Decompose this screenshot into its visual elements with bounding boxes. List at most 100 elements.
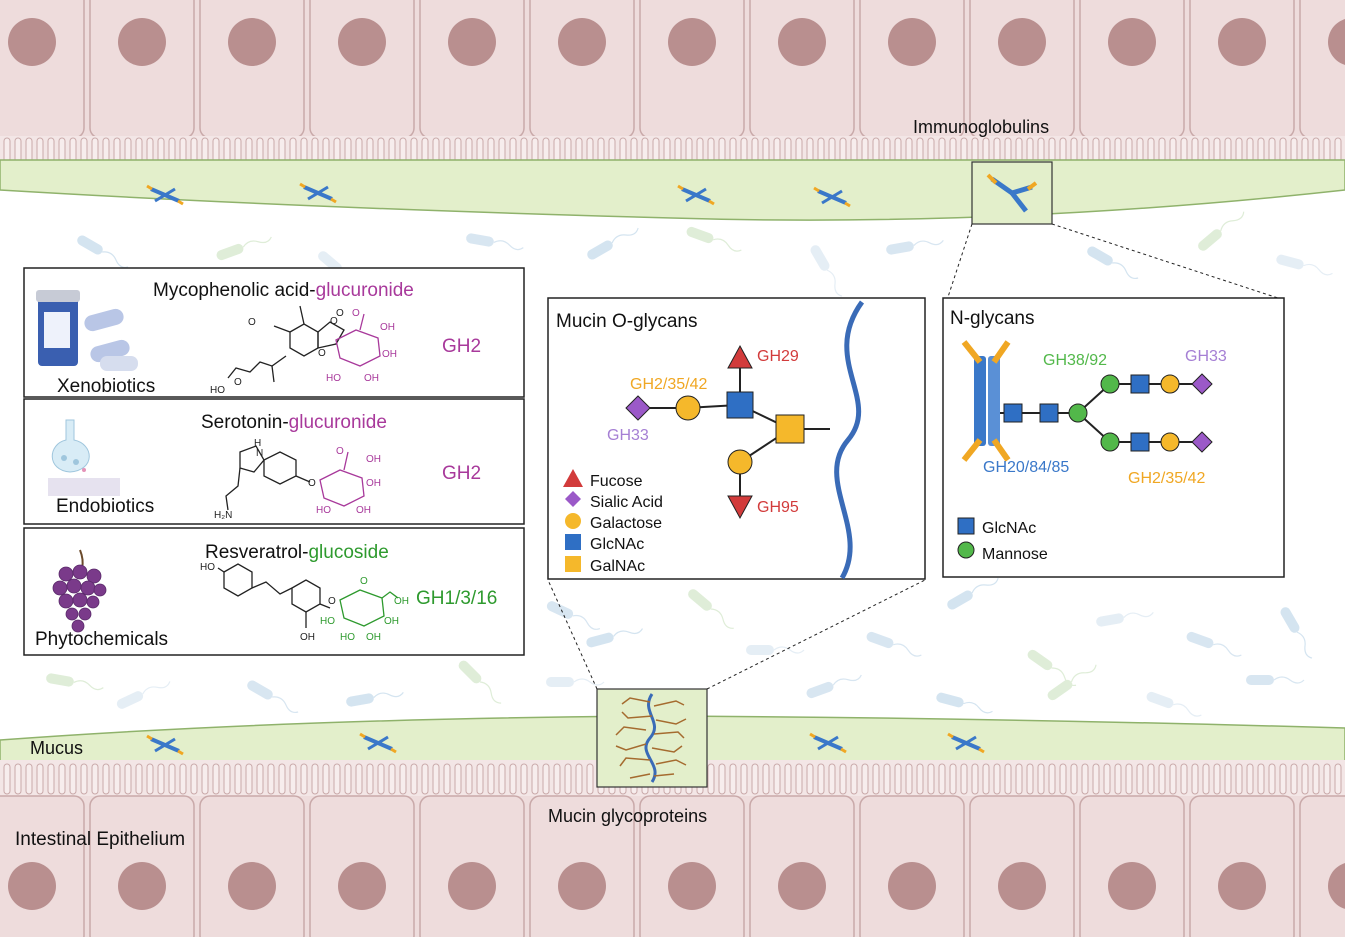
svg-text:OH: OH: [382, 349, 397, 360]
fucose-node-top: [727, 344, 753, 369]
svg-text:O: O: [248, 317, 256, 328]
nglycan-mannose-lower: [1100, 432, 1120, 452]
cell-nucleus: [118, 18, 166, 66]
cell-nucleus: [888, 18, 936, 66]
epithelial-cell: [1299, 795, 1345, 942]
xenobiotics-enzyme: GH2: [442, 336, 481, 357]
svg-text:OH: OH: [366, 454, 381, 465]
mycophenolic-structure: [227, 305, 345, 383]
mucin-glycoproteins-label: Mucin glycoproteins: [548, 806, 707, 826]
compound-panel-phytochemicals: Phytochemicals Resveratrol-glucoside GH1…: [23, 527, 525, 656]
nglycan-mannose-core: [1068, 403, 1088, 423]
glucuronide-ring-1: [335, 313, 381, 367]
enzyme-gh29: GH29: [757, 348, 799, 365]
cell-nucleus: [8, 862, 56, 910]
compound-panel-xenobiotics: Xenobiotics Mycophenolic acid-glucuronid…: [23, 267, 525, 398]
cell-nucleus: [1108, 862, 1156, 910]
lumen-bacteria: [46, 211, 1333, 717]
resveratrol-name: Resveratrol-glucoside: [205, 542, 389, 563]
svg-text:OH: OH: [366, 478, 381, 489]
cell-nucleus: [888, 862, 936, 910]
mucin-legend: Fucose Sialic Acid Galactose GlcNAc GalN…: [563, 469, 663, 575]
serotonin-structure: [225, 445, 311, 511]
svg-text:O: O: [318, 348, 326, 359]
phytochemicals-label: Phytochemicals: [35, 629, 168, 650]
neuron-synapse-icon: [48, 419, 120, 496]
svg-text:Galactose: Galactose: [590, 515, 662, 532]
endobiotics-label: Endobiotics: [56, 496, 154, 517]
immunoglobulins-label: Immunoglobulins: [913, 117, 1049, 137]
cell-nucleus: [1108, 18, 1156, 66]
fucose-node-bottom: [727, 495, 753, 520]
nglycan-glcnac-2: [1039, 403, 1059, 423]
svg-text:Mannose: Mannose: [982, 546, 1048, 563]
svg-text:O: O: [328, 596, 336, 607]
cell-nucleus: [448, 18, 496, 66]
svg-text:OH: OH: [394, 596, 409, 607]
svg-text:OH: OH: [366, 632, 381, 643]
cell-nucleus: [1218, 18, 1266, 66]
cell-nucleus: [668, 18, 716, 66]
immunoglobulin-icon: [961, 340, 1011, 462]
svg-text:HO: HO: [200, 562, 215, 573]
svg-text:N: N: [256, 448, 263, 459]
nglycan-glcnac-1: [1003, 403, 1023, 423]
svg-text:O: O: [336, 308, 344, 319]
svg-text:OH: OH: [300, 632, 315, 643]
enzyme-gh20-84-85: GH20/84/85: [983, 459, 1069, 476]
mucin-oglycans-panel: Mucin O-glycans GH29 GH2/35/42 GH33 GH95: [547, 297, 926, 580]
svg-text:O: O: [308, 478, 316, 489]
enzyme-gh2-35-42-nglycan: GH2/35/42: [1128, 470, 1205, 487]
cell-nucleus: [558, 862, 606, 910]
galactose-node-top: [675, 395, 701, 421]
svg-text:OH: OH: [364, 373, 379, 384]
cell-nucleus: [998, 862, 1046, 910]
galactose-node-bottom: [727, 449, 753, 475]
svg-text:OH: OH: [384, 616, 399, 627]
capsule-icons: [84, 308, 138, 371]
svg-text:HO: HO: [340, 632, 355, 643]
resveratrol-structure: [217, 563, 331, 628]
cell-nucleus: [998, 18, 1046, 66]
svg-text:O: O: [336, 446, 344, 457]
nglycan-legend: GlcNAc Mannose: [957, 517, 1048, 563]
mucus-label: Mucus: [30, 738, 83, 758]
cell-nucleus: [338, 862, 386, 910]
nglycan-sialic-lower: [1191, 431, 1213, 453]
svg-text:O: O: [360, 576, 368, 587]
mucus-antibodies: [146, 182, 985, 756]
enzyme-gh33-nglycan: GH33: [1185, 348, 1227, 365]
mucin-glycoprotein-icon: [615, 693, 687, 783]
pill-bottle-icon: [36, 290, 80, 366]
glucoside-ring: [339, 589, 399, 627]
endobiotics-enzyme: GH2: [442, 463, 481, 484]
nglycan-mannose-upper: [1100, 374, 1120, 394]
grape-icon: [52, 549, 107, 633]
svg-text:OH: OH: [380, 322, 395, 333]
mucin-backbone: [834, 300, 865, 580]
phytochemicals-enzyme: GH1/3/16: [416, 588, 497, 609]
cell-nucleus: [778, 18, 826, 66]
cell-nucleus: [8, 18, 56, 66]
zoom-antibody-icon: [986, 173, 1038, 213]
glucuronide-ring-2: [319, 451, 365, 507]
cell-nucleus: [448, 862, 496, 910]
top-epithelium: [0, 0, 1345, 166]
mucin-zoom-box: [596, 688, 708, 788]
nglycans-panel: N-glycans GH38/92 GH33 GH20/84/: [942, 297, 1285, 578]
svg-text:GlcNAc: GlcNAc: [982, 520, 1036, 537]
epithelial-cell: [1299, 0, 1345, 139]
svg-text:GlcNAc: GlcNAc: [590, 536, 644, 553]
svg-text:O: O: [330, 316, 338, 327]
svg-text:HO: HO: [326, 373, 341, 384]
svg-text:H: H: [254, 438, 261, 449]
svg-text:OH: OH: [356, 505, 371, 516]
enzyme-gh33-mucin: GH33: [607, 427, 649, 444]
cell-nucleus: [558, 18, 606, 66]
svg-text:HO: HO: [210, 385, 225, 396]
cell-nucleus: [778, 862, 826, 910]
svg-text:O: O: [234, 377, 242, 388]
cell-nucleus: [1218, 862, 1266, 910]
